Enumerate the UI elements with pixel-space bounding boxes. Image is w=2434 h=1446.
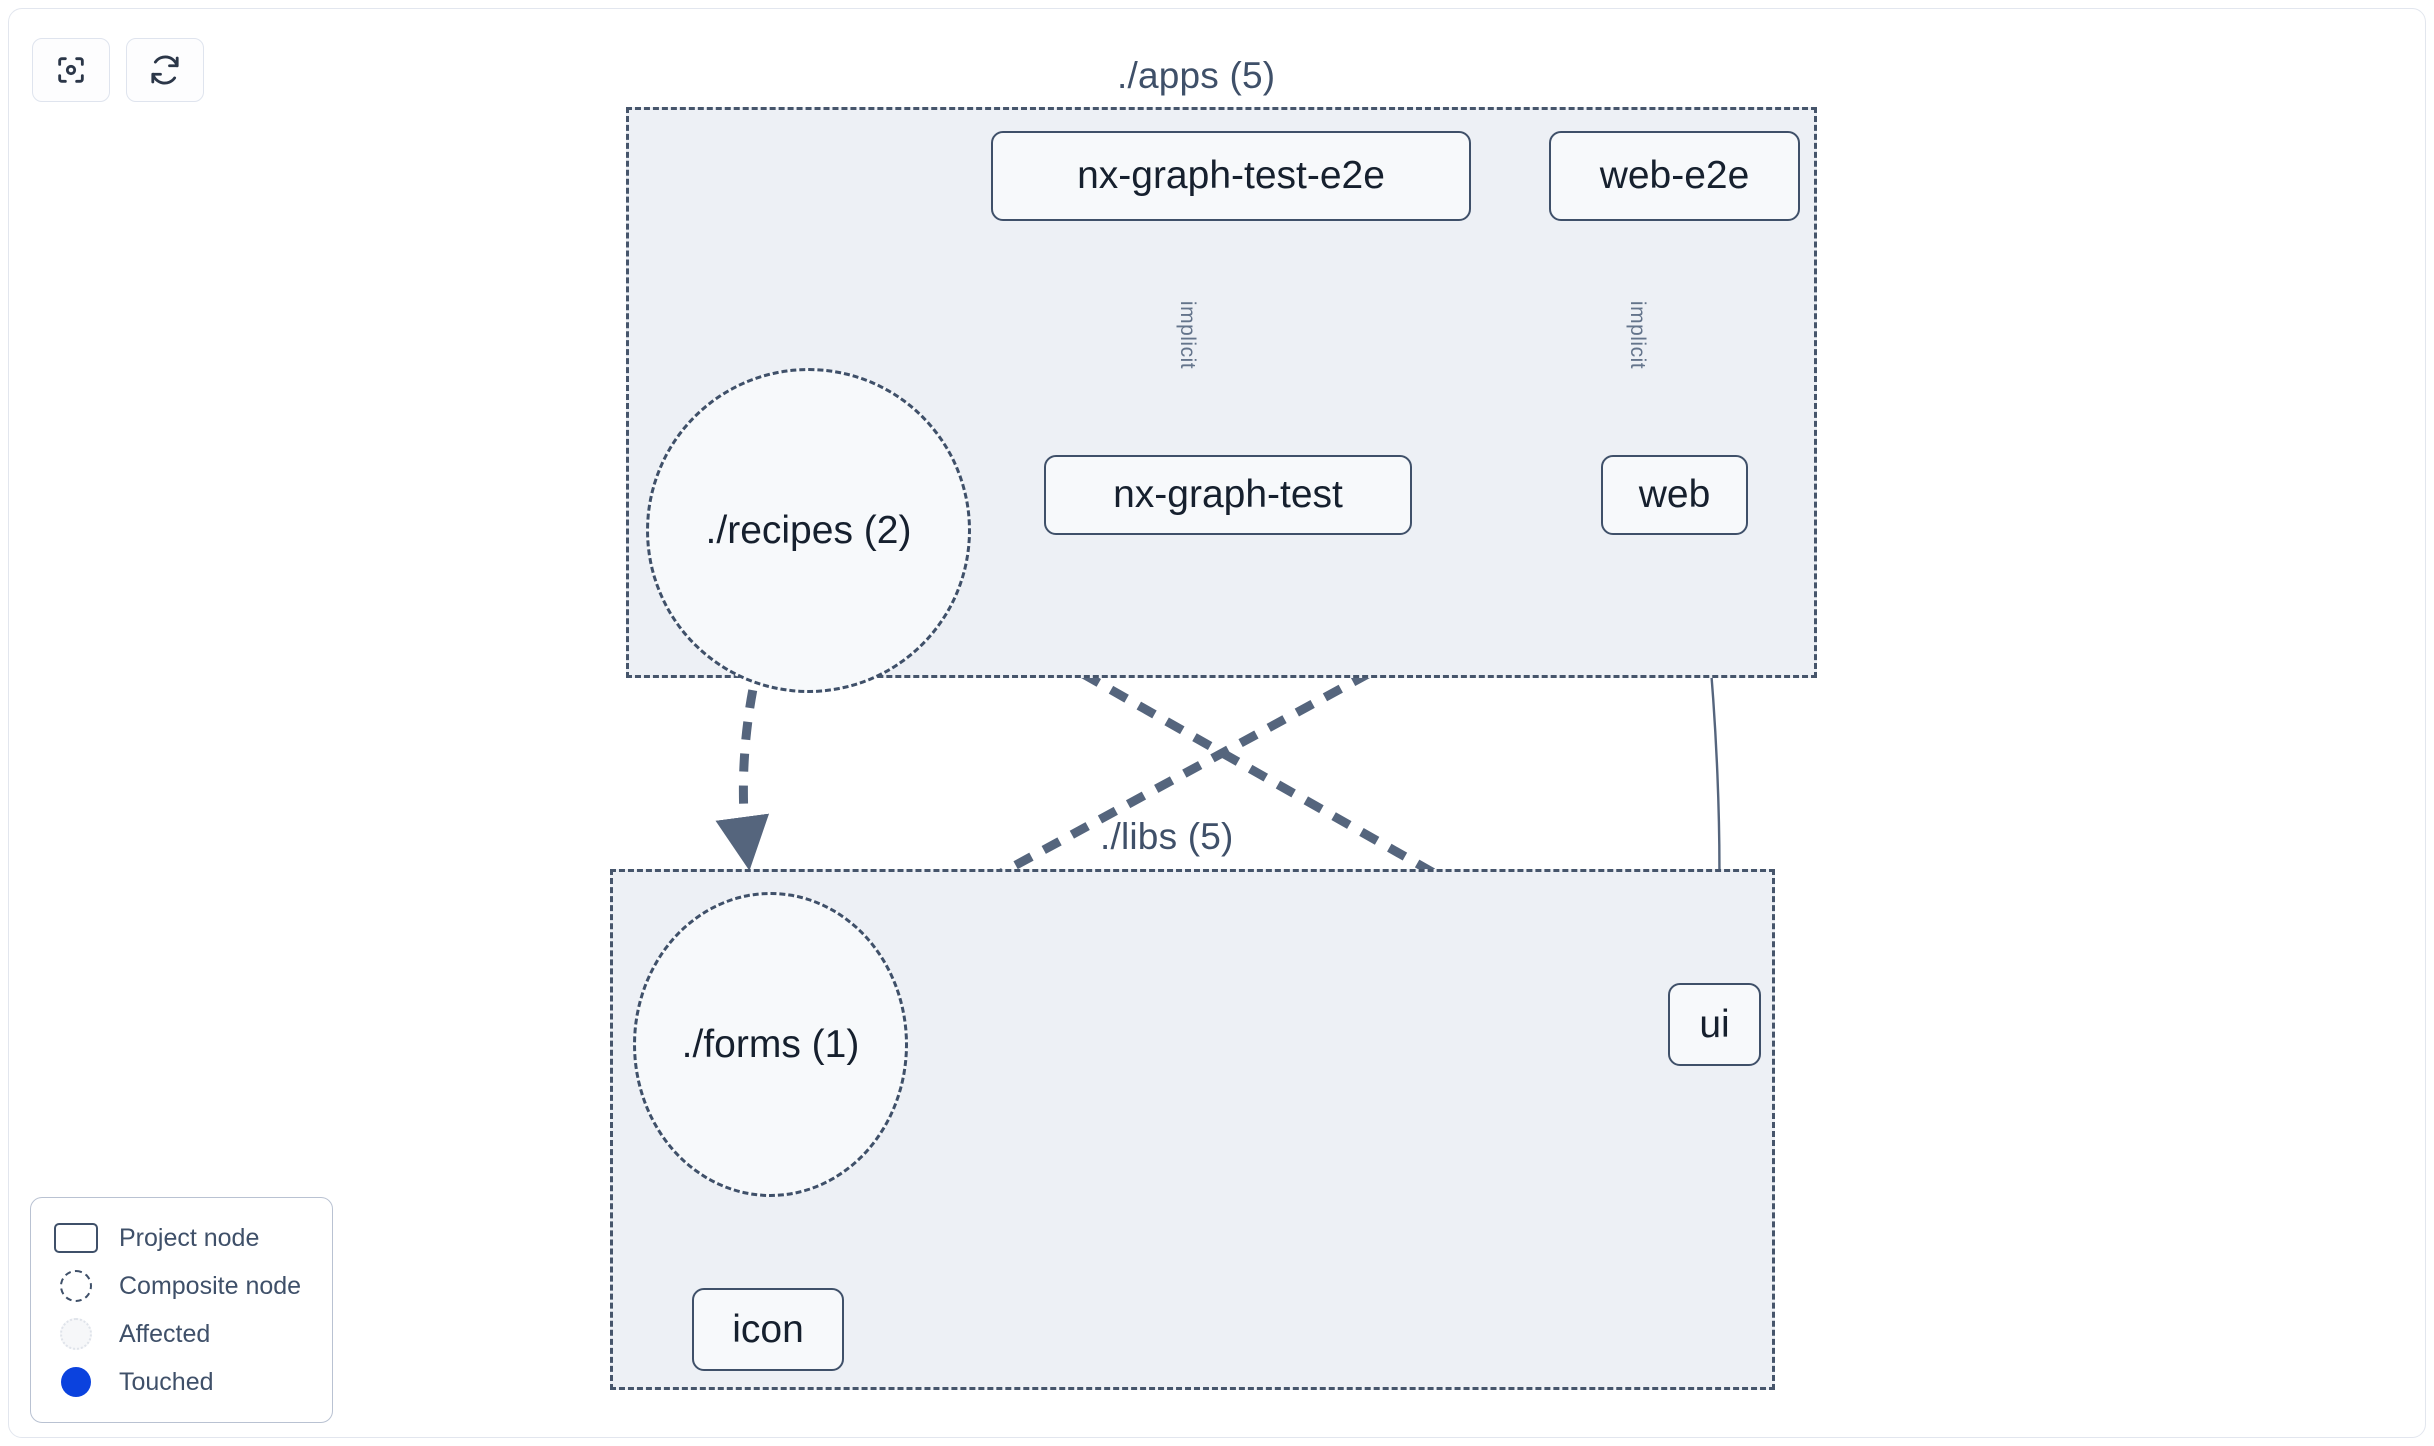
node-web-e2e[interactable]: web-e2e	[1549, 131, 1800, 221]
node-web[interactable]: web	[1601, 455, 1748, 535]
legend-item-affected: Affected	[53, 1310, 310, 1358]
node-ui[interactable]: ui	[1668, 983, 1761, 1066]
group-libs-label: ./libs (5)	[1100, 816, 1234, 857]
refresh-graph-button[interactable]	[126, 38, 204, 102]
legend-item-project-node: Project node	[53, 1214, 310, 1262]
dashed-circle-icon	[53, 1270, 99, 1302]
rectangle-outline-icon	[53, 1223, 99, 1253]
legend-label-affected: Affected	[119, 1319, 211, 1348]
node-nx-graph-test-e2e[interactable]: nx-graph-test-e2e	[991, 131, 1471, 221]
filled-circle-icon	[53, 1367, 99, 1397]
legend-label-touched: Touched	[119, 1367, 214, 1396]
node-forms-composite[interactable]: ./forms (1)	[633, 892, 908, 1197]
edge-label-implicit-2: implicit	[1626, 300, 1650, 370]
legend-label-project-node: Project node	[119, 1223, 260, 1252]
focus-target-icon	[54, 53, 88, 87]
node-icon[interactable]: icon	[692, 1288, 844, 1371]
group-apps-label: ./apps (5)	[1117, 55, 1276, 96]
legend-item-touched: Touched	[53, 1358, 310, 1406]
node-recipes-composite[interactable]: ./recipes (2)	[646, 368, 971, 693]
graph-toolbar	[32, 38, 204, 102]
focus-graph-button[interactable]	[32, 38, 110, 102]
node-nx-graph-test[interactable]: nx-graph-test	[1044, 455, 1412, 535]
legend-item-composite-node: Composite node	[53, 1262, 310, 1310]
refresh-icon	[148, 53, 182, 87]
faint-circle-icon	[53, 1318, 99, 1350]
graph-legend: Project node Composite node Affected Tou…	[30, 1197, 333, 1423]
edge-label-implicit-1: implicit	[1176, 300, 1200, 370]
legend-label-composite-node: Composite node	[119, 1271, 302, 1300]
